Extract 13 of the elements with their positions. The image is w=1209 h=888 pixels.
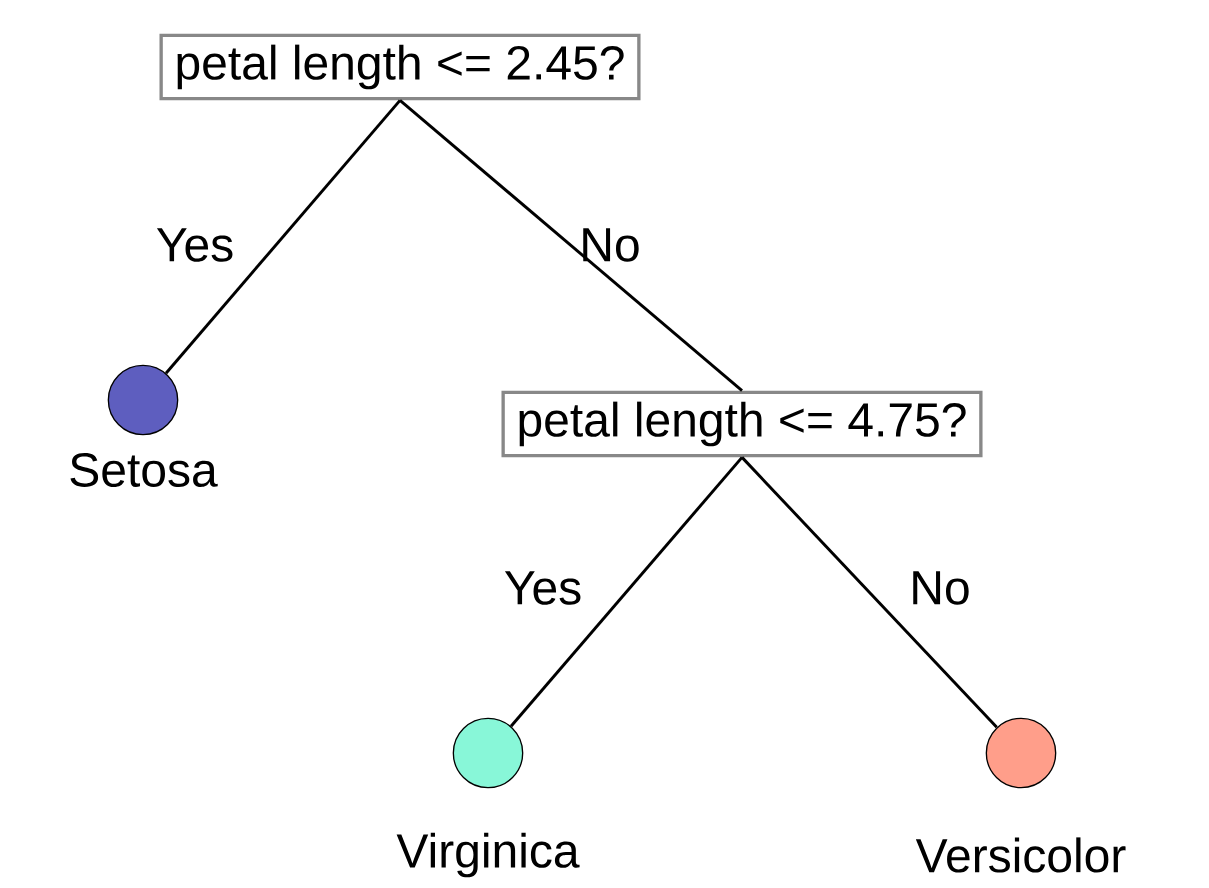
branch-line	[164, 99, 402, 375]
question-box: petal length <= 4.75?	[501, 390, 983, 458]
leaf-label: Versicolor	[915, 837, 1126, 873]
question-box: petal length <= 2.45?	[159, 33, 641, 101]
edge-label: Yes	[504, 571, 581, 605]
branch-line	[399, 99, 743, 392]
leaf-label: Virginica	[396, 832, 580, 878]
edge-label: No	[913, 571, 969, 605]
leaf-label: Setosa	[70, 453, 218, 487]
branch-line	[740, 456, 998, 729]
branch-line	[509, 456, 744, 728]
edge-label: Yes	[156, 228, 233, 262]
edge-label: No	[583, 228, 639, 262]
